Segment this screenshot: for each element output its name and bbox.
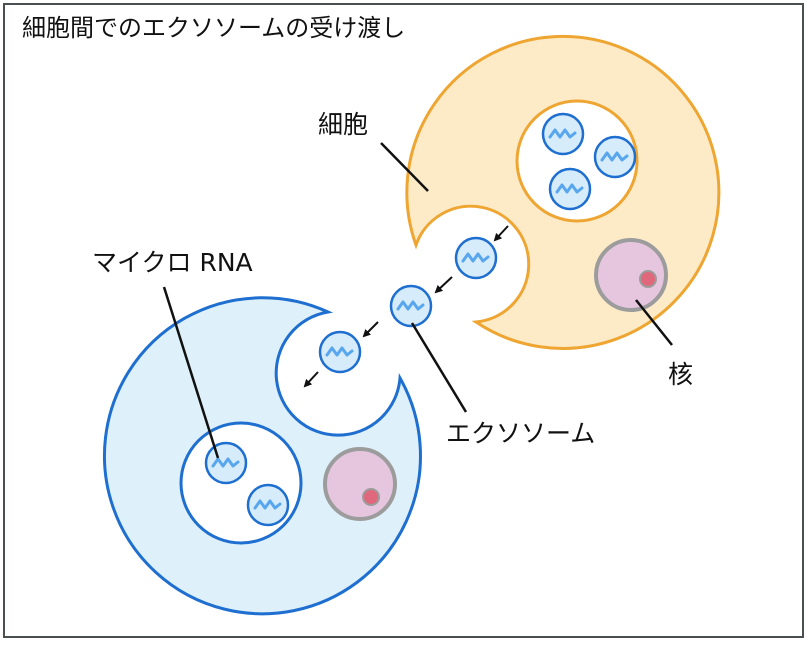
- microrna-strand: [548, 128, 577, 139]
- exosome: [541, 112, 585, 156]
- transfer-arrow: [434, 276, 453, 294]
- exosome: [246, 483, 290, 527]
- diagram-title: 細胞間でのエクソソームの受け渡し: [22, 14, 406, 42]
- transfer-arrow: [362, 321, 379, 338]
- recipient-vesicle: [179, 421, 303, 545]
- cell-pointer-line: [380, 142, 429, 192]
- nucleus-pointer-line: [635, 299, 673, 346]
- microrna-strand: [600, 151, 629, 162]
- exosome: [389, 284, 433, 328]
- microrna-strand: [211, 457, 240, 468]
- exosome-label: エクソソーム: [446, 419, 596, 448]
- exosome: [548, 167, 592, 211]
- exosome: [593, 135, 637, 179]
- microrna-strand: [325, 346, 354, 357]
- microrna-strand: [461, 252, 490, 263]
- microrna-strand: [396, 300, 425, 311]
- transfer-arrow: [493, 225, 509, 242]
- cell-label: 細胞: [318, 110, 369, 139]
- microrna-pointer-line: [162, 286, 220, 459]
- exosome-pointer-line: [410, 322, 468, 413]
- microrna-strand: [253, 499, 282, 510]
- nucleus-label: 核: [668, 360, 694, 389]
- exosome: [318, 330, 362, 374]
- recipient-nucleus: [323, 447, 397, 521]
- microrna-strand: [555, 183, 584, 194]
- donor-nucleus: [594, 238, 668, 312]
- microrna-label: マイクロ RNA: [92, 248, 253, 277]
- transfer-arrow: [303, 371, 319, 388]
- exosome: [204, 441, 248, 485]
- exosome: [454, 236, 498, 280]
